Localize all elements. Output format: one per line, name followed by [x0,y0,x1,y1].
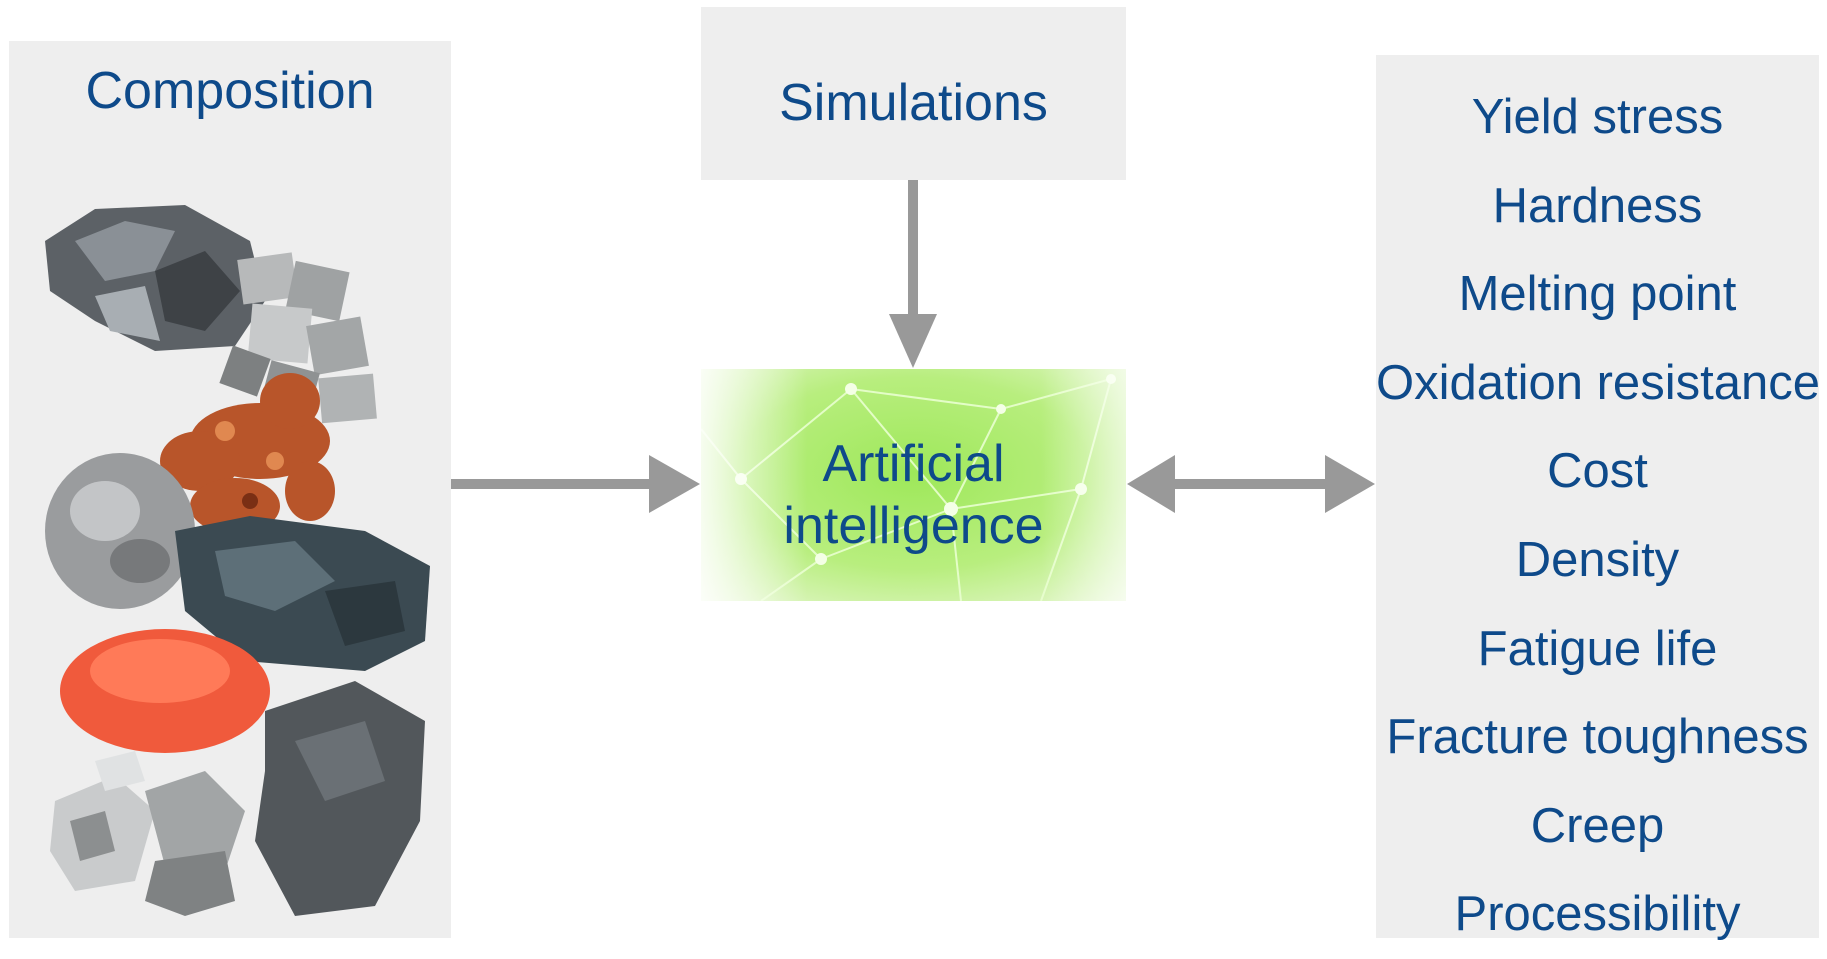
property-item: Cost [1547,444,1648,499]
properties-panel: Yield stress Hardness Melting point Oxid… [1376,55,1820,941]
composition-title: Composition [85,62,375,120]
arrow-ai-properties-bidirectional [1127,455,1375,513]
ai-title: Artificial intelligence [701,433,1126,557]
connector-arrows [451,180,1375,513]
property-item: Yield stress [1471,90,1724,144]
sample-silver-crystals [50,751,245,916]
property-list: Yield stress Hardness Melting point Oxid… [1376,73,1820,959]
property-item: Melting point [1458,267,1737,322]
property-item: Hardness [1492,178,1703,233]
simulations-title: Simulations [779,74,1048,132]
arrow-composition-to-ai [451,455,700,513]
property-item: Fatigue life [1477,621,1718,676]
sample-black-dust [255,681,425,916]
property-item: Oxidation resistance [1376,355,1820,410]
property-item: Fracture toughness [1386,710,1809,765]
arrow-simulations-to-ai [889,180,937,368]
property-item: Processibility [1454,887,1741,942]
ai-title-line1: Artificial [822,435,1005,493]
ai-title-line2: intelligence [783,497,1044,555]
composition-panel: Composition [9,41,451,938]
metal-samples-image [45,205,430,916]
ai-node: Artificial intelligence [701,369,1126,601]
property-item: Creep [1530,798,1665,853]
sample-silver-cubes [219,252,377,424]
property-item: Density [1515,532,1680,587]
sample-copper [160,373,335,534]
simulations-panel: Simulations [701,7,1126,180]
neural-network-background-image [701,369,1126,601]
